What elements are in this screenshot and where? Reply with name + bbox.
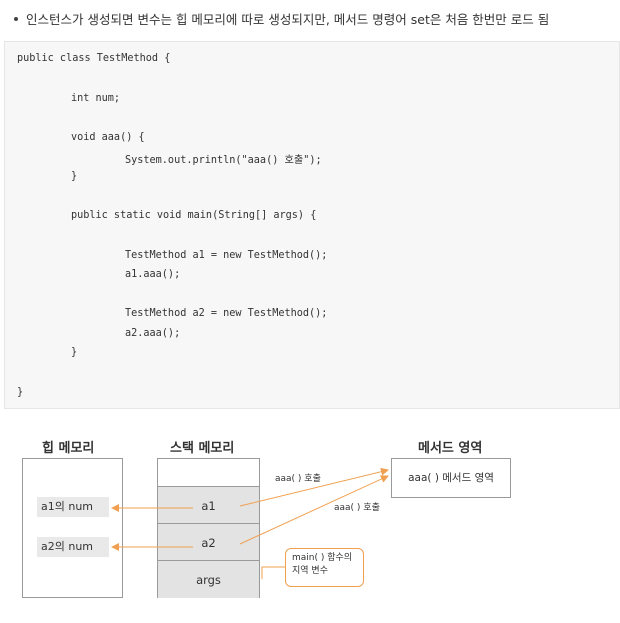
intro-bullet: 인스턴스가 생성되면 변수는 힙 메모리에 따로 생성되지만, 메서드 명령어 … — [14, 9, 614, 28]
local-variable-note: main( ) 함수의 지역 변수 — [285, 548, 364, 587]
bullet-icon — [14, 16, 18, 21]
code-line: public class TestMethod { — [17, 53, 171, 64]
heap-item-a1-num: a1의 num — [37, 497, 109, 517]
heap-memory-box: a1의 num a2의 num — [22, 458, 123, 598]
code-line: } — [71, 347, 78, 358]
code-line: TestMethod a1 = new TestMethod(); — [125, 250, 328, 261]
memory-diagram: 힙 메모리 스택 메모리 메서드 영역 a1의 num a2의 num a1 a… — [0, 424, 620, 623]
code-line: } — [71, 171, 78, 182]
code-line: a1.aaa(); — [125, 269, 181, 280]
heap-item-a2-num: a2의 num — [37, 537, 109, 557]
call-label-2: aaa( ) 호출 — [334, 503, 380, 513]
arrows-layer — [111, 467, 389, 579]
code-line: void aaa() { — [71, 132, 145, 143]
intro-text: 인스턴스가 생성되면 변수는 힙 메모리에 따로 생성되지만, 메서드 명령어 … — [26, 12, 550, 27]
arrow-a2-to-method — [239, 475, 389, 545]
code-line: int num; — [71, 93, 121, 104]
note-connector — [261, 566, 285, 579]
code-line: TestMethod a2 = new TestMethod(); — [125, 308, 328, 319]
code-block: public class TestMethod { int num; void … — [4, 41, 620, 409]
note-text: main( ) 함수의 지역 변수 — [292, 553, 353, 576]
method-area-item: aaa( ) 메서드 영역 — [408, 472, 494, 484]
code-line: System.out.println("aaa() 호출"); — [125, 155, 322, 166]
stack-item-args: args — [158, 560, 259, 598]
code-line: } — [17, 387, 24, 398]
stack-item-a2: a2 — [158, 523, 259, 561]
call-label-1: aaa( ) 호출 — [275, 474, 321, 484]
method-area-box: aaa( ) 메서드 영역 — [391, 458, 511, 498]
code-line: public static void main(String[] args) { — [71, 210, 317, 221]
method-title: 메서드 영역 — [418, 441, 483, 456]
code-line: a2.aaa(); — [125, 328, 181, 339]
arrow-a1-to-method — [239, 467, 389, 507]
stack-title: 스택 메모리 — [170, 441, 235, 456]
heap-title: 힙 메모리 — [42, 441, 95, 456]
